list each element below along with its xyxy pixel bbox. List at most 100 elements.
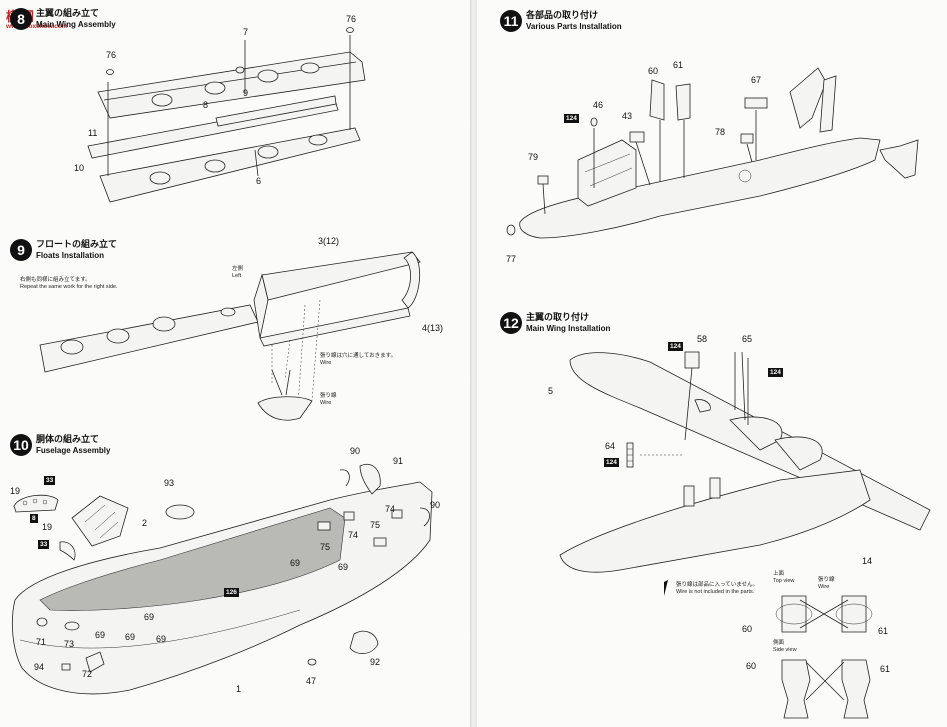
top-view-en: Top view	[773, 578, 795, 584]
label-69-e: 69	[125, 632, 136, 642]
wire-caption-detail: 張り線 Wire	[818, 577, 835, 591]
part-90-handle-2	[419, 507, 430, 527]
color-code-124-step12-a: 124	[668, 342, 683, 351]
label-73: 73	[64, 639, 75, 649]
part-46	[590, 117, 598, 127]
part-75-window-2	[373, 537, 387, 547]
part-47	[307, 658, 317, 666]
wire-caption-detail-jp: 張り線	[818, 577, 835, 583]
step-8-number: 8	[10, 8, 32, 30]
label-69-f: 69	[156, 634, 167, 644]
label-4-13: 4(13)	[422, 323, 444, 333]
label-94: 94	[34, 662, 45, 672]
step-9-title-en: Floats Installation	[36, 251, 105, 260]
step-11-number: 11	[500, 10, 522, 32]
label-69-c: 69	[144, 612, 155, 622]
part-94	[61, 663, 71, 671]
page-gutter	[470, 0, 477, 727]
step-9-number: 9	[10, 239, 32, 261]
part-92-blister	[349, 630, 379, 654]
step-12-number: 12	[500, 312, 522, 334]
color-code-126: 126	[224, 588, 239, 597]
fuselage-with-tail	[519, 67, 919, 239]
color-code-124-step12-c: 124	[604, 458, 619, 467]
label-74-left: 74	[348, 530, 359, 540]
cockpit-seats-part	[71, 495, 129, 547]
label-69-a: 69	[290, 558, 301, 568]
part-90-handle	[339, 469, 350, 487]
part-67	[744, 97, 768, 109]
label-14: 14	[862, 556, 873, 566]
label-43: 43	[622, 111, 633, 121]
step-8-header: 8 主翼の組み立て Main Wing Assembly	[10, 8, 116, 30]
label-7: 7	[243, 27, 249, 37]
label-64: 64	[605, 441, 616, 451]
part-75-window	[317, 521, 331, 531]
label-47: 47	[306, 676, 317, 686]
label-46: 46	[593, 100, 604, 110]
label-76-left: 76	[106, 50, 117, 60]
float-fairing-assembly	[253, 251, 421, 347]
part-19-side	[59, 541, 76, 561]
part-79	[537, 175, 549, 185]
step-8-title-jp: 主翼の組み立て	[36, 8, 100, 18]
label-5: 5	[548, 386, 554, 396]
label-90-right: 90	[430, 500, 441, 510]
top-view-caption: 上面 Top view	[773, 571, 794, 585]
step-8-title-en: Main Wing Assembly	[36, 20, 116, 29]
step-11-title-en: Various Parts Installation	[526, 22, 622, 31]
part-76-right	[346, 27, 354, 33]
label-9: 9	[243, 88, 249, 98]
wire-note-en: Wire	[320, 360, 332, 366]
color-code-124-step12-b: 124	[768, 368, 783, 377]
fuselage-half	[11, 481, 433, 695]
label-2: 2	[142, 518, 148, 528]
wire-not-included-note: 張り線は部品に入っていません。 Wire is not included in …	[676, 582, 758, 596]
label-69-b: 69	[338, 562, 349, 572]
part-72	[85, 651, 105, 673]
top-view-jp: 上面	[773, 571, 785, 577]
wire-note-jp: 張り線は穴に通しておきます。	[320, 353, 397, 359]
part-73	[64, 621, 80, 631]
label-72: 72	[82, 669, 93, 679]
watermark-url: www.moxshow.com	[6, 23, 68, 30]
label-10: 10	[74, 163, 85, 173]
label-65: 65	[742, 334, 753, 344]
label-69-d: 69	[95, 630, 106, 640]
step-11-header: 11 各部品の取り付け Various Parts Installation	[500, 10, 622, 32]
step-12-header: 12 主翼の取り付け Main Wing Installation	[500, 312, 610, 334]
side-view-caption: 側面 Side view	[773, 640, 797, 654]
step-9-header: 9 フロートの組み立て Floats Installation	[10, 239, 117, 261]
wire-note-2-en: Wire	[320, 400, 332, 406]
step-10-number: 10	[10, 434, 32, 456]
wire-detail-top-view	[775, 595, 873, 633]
main-wing-spar-part	[87, 95, 339, 159]
wing-section-with-float	[39, 304, 259, 373]
color-code-124-step11: 124	[564, 114, 579, 123]
label-61-top: 61	[673, 60, 684, 70]
part-78	[740, 133, 754, 144]
label-1: 1	[236, 684, 242, 694]
left-note-en: Left	[232, 273, 242, 279]
label-6: 6	[256, 176, 262, 186]
label-75-left: 75	[320, 542, 331, 552]
label-67: 67	[751, 75, 762, 85]
step-12-title-en: Main Wing Installation	[526, 324, 611, 333]
label-90-top: 90	[350, 446, 361, 456]
part-58	[684, 351, 700, 369]
step-9-title-jp: フロートの組み立て	[36, 239, 118, 249]
part-91-vent	[359, 463, 381, 495]
label-60-top: 60	[648, 66, 659, 76]
step-10-title-jp: 胴体の組み立て	[36, 434, 100, 444]
label-3-12: 3(12)	[318, 236, 340, 246]
repeat-note-jp: 右側も同様に組み立てます。	[20, 277, 91, 283]
label-19-panel: 19	[10, 486, 21, 496]
label-60-side-view: 60	[746, 661, 757, 671]
label-61-top-view: 61	[878, 626, 889, 636]
label-8: 8	[203, 100, 209, 110]
label-76-right: 76	[346, 14, 357, 24]
fuselage-under-wing	[559, 469, 871, 573]
repeat-note: 右側も同様に組み立てます。 Repeat the same work for t…	[20, 277, 118, 291]
part-77	[506, 224, 516, 236]
